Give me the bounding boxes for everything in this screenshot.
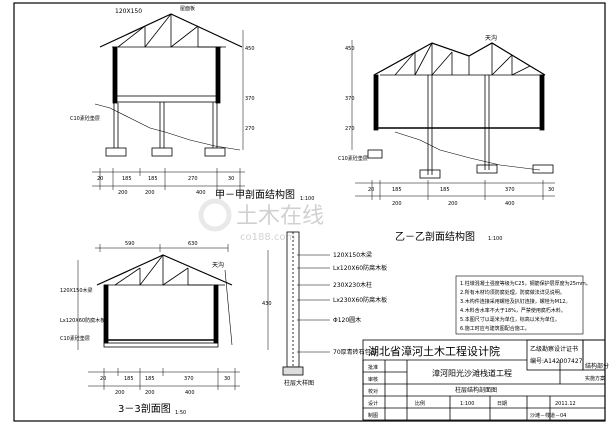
watermark-logo-icon <box>198 198 232 232</box>
section-jia <box>92 13 245 190</box>
title-block <box>362 339 606 421</box>
section-33 <box>77 244 240 390</box>
scale-label: 比例 <box>415 400 425 407</box>
jia-dim-6: 200 <box>118 190 128 196</box>
yi-elev-3: 270 <box>345 126 355 132</box>
jia-scale: 1:100 <box>300 196 314 202</box>
yi-dim-1: 20 <box>368 187 374 193</box>
yi-label-gutter: 天沟 <box>485 34 497 42</box>
yi-dim-3: 185 <box>440 187 450 193</box>
tb-row-1: 批准 <box>368 364 378 371</box>
sec33-dim-1: 20 <box>100 376 106 382</box>
dept-sub: 实施方案 <box>585 375 605 382</box>
sec33-label-board: Lx120X60防腐木板 <box>60 317 105 324</box>
sec33-dim-3: 185 <box>145 376 155 382</box>
tb-row-5: 制图 <box>368 412 378 419</box>
drawing-name: 柱层结构剖面图 <box>455 386 497 394</box>
dept-name: 结构部分 <box>585 362 609 370</box>
jia-label-roof: 屋面板 <box>180 5 195 12</box>
watermark: 土木在线 co188.com <box>198 198 324 243</box>
project-name: 漳河阳光沙滩栈道工程 <box>432 368 512 378</box>
institute-name: 湖北省漳河土木工程设计院 <box>368 344 500 358</box>
col-callout-1: 120X150木梁 <box>333 251 372 259</box>
note-4: 4.木料含水率不大于18%，严禁使用腐朽木料。 <box>460 307 566 314</box>
yi-dim-8: 400 <box>505 201 515 207</box>
jia-dim-7: 200 <box>145 190 155 196</box>
yi-elev-1: 450 <box>345 46 355 52</box>
yi-elev-2: 370 <box>345 96 355 102</box>
note-3: 3.木构件连接采用螺栓及扒钉连接，螺栓为M12。 <box>460 298 570 305</box>
watermark-sub: co188.com <box>240 232 295 243</box>
sec33-dim-7: 200 <box>145 390 155 396</box>
sec33-dim-4: 370 <box>184 376 194 382</box>
sec33-top-dim-1: 590 <box>125 241 135 247</box>
yi-dim-4: 370 <box>505 187 515 193</box>
note-5: 5.本图尺寸以毫米为单位，标高以米为单位。 <box>460 316 560 323</box>
jia-elev-3: 270 <box>245 126 255 132</box>
cert-heading: 乙级勘察设计证书 <box>530 345 578 353</box>
sec33-title: 3－3剖面图 <box>118 402 171 415</box>
section-yi <box>351 40 555 200</box>
col-callout-3: 230X230木柱 <box>333 281 372 289</box>
note-6: 6.施工时应与建筑图配合施工。 <box>460 325 530 332</box>
date-label: 日期 <box>497 401 507 407</box>
date-value: 2011.12 <box>555 401 576 407</box>
jia-label-beam: 120X150 <box>115 8 142 15</box>
note-1: 1.柱墩混凝土强度等级为C25，钢筋保护层厚度为25mm。 <box>460 280 591 287</box>
column-detail <box>267 231 330 376</box>
tb-row-4: 设计 <box>368 400 378 407</box>
col-callout-5: Φ120圆木 <box>333 316 361 324</box>
yi-dim-7: 200 <box>448 201 458 207</box>
scale-value: 1:100 <box>460 401 474 407</box>
jia-dim-2: 185 <box>122 176 132 182</box>
jia-dim-4: 270 <box>188 176 198 182</box>
sheet-frame <box>13 2 606 422</box>
yi-dim-5: 30 <box>548 187 554 193</box>
yi-dim-6: 200 <box>392 201 402 207</box>
notes-box <box>455 275 584 335</box>
sheet-number: 沙滩－栈道－04 <box>530 412 566 419</box>
sec33-dim-5: 30 <box>224 376 230 382</box>
jia-dim-5: 30 <box>228 176 234 182</box>
yi-label-pad: C10素砼垫层 <box>338 155 368 162</box>
jia-dim-8: 400 <box>196 190 206 196</box>
yi-scale: 1:100 <box>488 236 502 242</box>
watermark-main: 土木在线 <box>236 204 324 229</box>
jia-elev-2: 370 <box>245 96 255 102</box>
yi-dim-2: 185 <box>392 187 402 193</box>
col-title: 柱层大样图 <box>284 379 314 387</box>
tb-row-3: 校对 <box>368 388 378 395</box>
sec33-scale: 1:50 <box>175 410 186 416</box>
yi-title: 乙－乙剖面结构图 <box>395 230 475 243</box>
sec33-label-beam: 120X150木梁 <box>60 287 93 294</box>
sec33-label-pad: C10素砼垫层 <box>60 335 90 342</box>
jia-dim-1: 20 <box>97 176 103 182</box>
sec33-dim-6: 200 <box>115 390 125 396</box>
sec33-label-gutter: 天沟 <box>212 261 224 269</box>
col-callout-2: Lx120X60防腐木板 <box>333 264 387 272</box>
jia-title: 甲－甲剖面结构图 <box>215 188 295 201</box>
note-2: 2.所有木材均须防腐处理，防腐做法详见说明。 <box>460 289 565 296</box>
jia-dim-3: 185 <box>148 176 158 182</box>
sec33-dim-2: 185 <box>124 376 134 382</box>
sec33-top-dim-2: 630 <box>188 241 198 247</box>
col-callout-6: 70厚青砖石包边 <box>333 348 377 356</box>
col-dim: 430 <box>262 301 272 307</box>
col-callout-4: Lx230X60防腐木板 <box>333 296 387 304</box>
jia-label-pad: C10素砼垫层 <box>70 115 100 122</box>
jia-elev-1: 450 <box>245 46 255 52</box>
cert-number: 编号:A142007427 <box>530 357 583 365</box>
tb-row-2: 审核 <box>368 376 378 383</box>
sec33-dim-8: 400 <box>185 390 195 396</box>
